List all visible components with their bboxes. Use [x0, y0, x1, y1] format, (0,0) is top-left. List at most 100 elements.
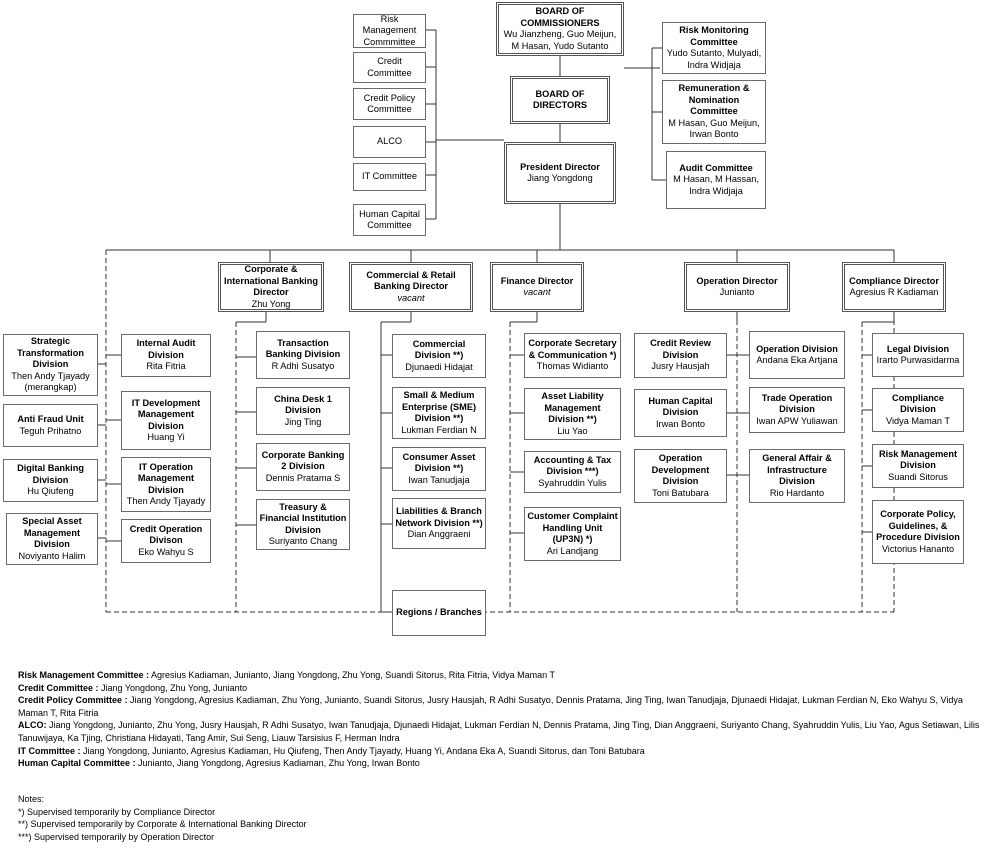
box-title: Commercial Division **) [412, 338, 466, 361]
box-title: Credit Operation Divison [129, 523, 203, 546]
note-label: Risk Management Committee : [18, 670, 150, 680]
box-title: BOARD OF DIRECTORS [533, 88, 587, 111]
sme-division-box: Small & Medium Enterprise (SME) Division… [392, 387, 486, 439]
it-committee-box: IT Committee [353, 163, 426, 191]
president-director-box: President Director Jiang Yongdong [504, 142, 616, 204]
box-title: Commercial & Retail Banking Director [366, 269, 456, 292]
audit-committee-box: Audit Committee M Hasan, M Hassan, Indra… [666, 151, 766, 209]
box-text: Andana Eka Artjana [756, 355, 838, 365]
asset-liability-box: Asset Liability Management Division **) … [524, 388, 621, 440]
note-label: Credit Committee : [18, 682, 99, 693]
box-text: Irwan Bonto [655, 418, 706, 429]
box-text: Suriyanto Chang [268, 536, 338, 546]
box-title: IT Operation Management Division [137, 461, 195, 495]
it-operation-box: IT Operation Management Division Then An… [121, 457, 211, 512]
footnote-item: **) Supervised temporarily by Corporate … [18, 819, 307, 830]
note-row: Human Capital Committee : Junianto, Jian… [18, 757, 988, 770]
board-of-directors-box: BOARD OF DIRECTORS [510, 76, 610, 124]
box-text: Iwan APW Yuliawan [756, 415, 838, 426]
footnote-item: *) Supervised temporarily by Compliance … [18, 806, 216, 817]
box-title: Corporate Secretary & Communication *) [528, 338, 617, 360]
box-text: Then Andy Tjayady [126, 496, 206, 506]
box-text: Suandi Sitorus [888, 471, 948, 482]
box-text: Jing Ting [284, 416, 322, 427]
note-label: IT Committee : [18, 745, 81, 756]
note-text: Jiang Yongdong, Junianto, Agresius Kadia… [80, 745, 645, 756]
box-title: Strategic Transformation Division [17, 336, 84, 370]
remuneration-committee-box: Remuneration & Nomination Committee M Ha… [662, 80, 766, 144]
box-text: Agresius R Kadiaman [849, 287, 939, 297]
box-title: Internal Audit Division [136, 338, 196, 360]
human-capital-division-box: Human Capital Division Irwan Bonto [634, 389, 727, 437]
note-text: Jiang Yongdong, Zhu Yong, Junianto [98, 682, 248, 693]
it-development-box: IT Development Management Division Huang… [121, 391, 211, 450]
box-text: Irarto Purwasidarma [876, 355, 960, 365]
alco-box: ALCO [353, 126, 426, 158]
compliance-director-box: Compliance Director Agresius R Kadiaman [842, 262, 946, 312]
box-title: Operation Director [696, 275, 778, 286]
box-text: Hu Qiufeng [27, 486, 74, 497]
box-title: China Desk 1 Division [274, 393, 332, 416]
box-text: vacant [397, 292, 425, 303]
box-title: Digital Banking Division [17, 463, 84, 485]
box-title: President Director [520, 161, 600, 172]
anti-fraud-box: Anti Fraud Unit Teguh Prihatno [3, 404, 98, 447]
box-text: Syahruddin Yulis [538, 477, 607, 488]
digital-banking-box: Digital Banking Division Hu Qiufeng [3, 459, 98, 502]
treasury-box: Treasury & Financial Institution Divisio… [256, 499, 350, 550]
note-label: ALCO: [18, 720, 47, 731]
note-text: Jiang Yongdong, Junianto, Zhu Yong, Jusr… [18, 720, 980, 743]
box-text: Teguh Prihatno [19, 425, 82, 436]
box-text: Jiang Yongdong [527, 173, 593, 183]
committee-membership-notes: Risk Management Committee : Agresius Kad… [18, 669, 988, 770]
box-title: BOARD OF COMMISSIONERS [520, 6, 600, 28]
corporate-banking-2-box: Corporate Banking 2 Division Dennis Prat… [256, 443, 350, 491]
box-text: Eko Wahyu S [138, 546, 194, 557]
box-text: Huang Yi [147, 432, 185, 442]
box-title: Treasury & Financial Institution Divisio… [259, 501, 347, 535]
box-title: Corporate & International Banking Direct… [224, 264, 318, 297]
note-label: Human Capital Committee : [18, 758, 136, 769]
box-text: vacant [523, 287, 551, 297]
box-title: Accounting & Tax Division ***) [533, 454, 612, 477]
general-affair-box: General Affair & Infrastructure Division… [749, 449, 845, 503]
box-text: Dian Anggraeni [407, 529, 471, 540]
box-text: Victorius Hananto [881, 543, 955, 554]
note-row: Credit Policy Committee : Jiang Yongdong… [18, 694, 988, 719]
box-title: Regions / Branches [396, 607, 482, 618]
risk-management-division-box: Risk Management Division Suandi Sitorus [872, 444, 964, 488]
box-title: Credit Review Division [650, 338, 711, 360]
transaction-banking-box: Transaction Banking Division R Adhi Susa… [256, 331, 350, 379]
box-text: Thomas Widianto [536, 361, 609, 372]
box-text: Zhu Yong [251, 298, 291, 309]
footnote-item: ***) Supervised temporarily by Operation… [18, 831, 215, 842]
box-text: M Hasan, M Hassan, Indra Widjaja [673, 174, 759, 196]
credit-operation-box: Credit Operation Divison Eko Wahyu S [121, 519, 211, 563]
box-text: IT Committee [362, 171, 417, 182]
operation-director-box: Operation Director Junianto [684, 262, 790, 312]
finance-director-box: Finance Director vacant [490, 262, 584, 312]
compliance-division-box: Compliance Division Vidya Maman T [872, 388, 964, 432]
corporate-secretary-box: Corporate Secretary & Communication *) T… [524, 333, 621, 378]
note-text: Jiang Yongdong, Agresius Kadiaman, Zhu Y… [18, 695, 963, 718]
box-text: Noviyanto Halim [18, 550, 86, 561]
note-label: Credit Policy Committee : [18, 695, 128, 706]
box-title: Finance Director [500, 275, 574, 286]
liabilities-branch-box: Liabilities & Branch Network Division **… [392, 498, 486, 549]
corporate-policy-box: Corporate Policy, Guidelines, & Procedur… [872, 500, 964, 564]
legal-division-box: Legal Division Irarto Purwasidarma [872, 333, 964, 377]
note-row: IT Committee : Jiang Yongdong, Junianto,… [18, 745, 988, 758]
box-text: Rita Fitria [146, 361, 186, 372]
box-text: R Adhi Susatyo [271, 360, 335, 371]
consumer-asset-box: Consumer Asset Division **) Iwan Tanudja… [392, 447, 486, 491]
box-title: Corporate Policy, Guidelines, & Procedur… [876, 509, 960, 542]
box-text: Dennis Pratama S [265, 472, 341, 483]
box-text: Toni Batubara [652, 487, 709, 498]
box-title: Consumer Asset Division **) [402, 451, 476, 474]
customer-complaint-box: Customer Complaint Handling Unit (UP3N) … [524, 507, 621, 561]
box-title: Risk Monitoring Committee [679, 25, 749, 47]
box-title: Audit Committee [679, 162, 753, 173]
risk-monitoring-committee-box: Risk Monitoring Committee Yudo Sutanto, … [662, 22, 766, 74]
box-title: Small & Medium Enterprise (SME) Division… [401, 390, 477, 423]
box-title: Asset Liability Management Division **) [541, 391, 604, 424]
